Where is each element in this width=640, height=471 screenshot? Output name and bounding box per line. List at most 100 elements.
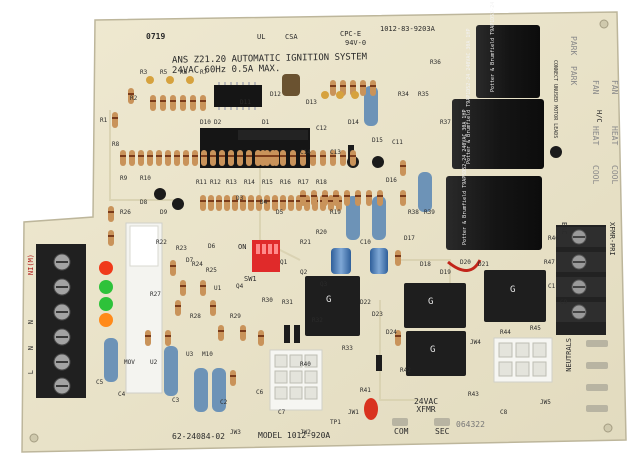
resistor — [230, 370, 236, 386]
resistor-band — [360, 85, 366, 87]
component-ref-label: R24 — [192, 261, 203, 268]
component-ref-label: Q4 — [236, 283, 244, 290]
component-ref-label: R43 — [468, 391, 479, 398]
connect-unused-label: CONNECT UNUSED MOTOR LEADS — [552, 60, 558, 139]
resistor-band — [150, 100, 156, 102]
relay-k1-marking: Potter & Brumfield T9AP1D52-24 240VAC 30… — [490, 0, 496, 92]
resistor — [120, 150, 126, 166]
resistor-band — [224, 200, 230, 202]
resistor — [270, 150, 276, 166]
flammability-mark: 94V-0 — [345, 39, 367, 47]
component-ref-label: D3 — [236, 195, 244, 202]
resistor-band — [201, 155, 207, 157]
relay-k5-marking: G — [326, 295, 332, 305]
resistor — [355, 190, 361, 206]
model-number: MODEL 1012-920A — [258, 431, 331, 440]
resistor — [183, 150, 189, 166]
component-ref-label: C4 — [118, 391, 126, 398]
resistor — [210, 300, 216, 316]
component-ref-label: R46 — [548, 235, 559, 242]
resistor-band — [232, 200, 238, 202]
component-ref-label: R42 — [400, 367, 411, 374]
resistor-band — [400, 195, 406, 197]
resistor-band — [322, 195, 328, 197]
resistor-band — [344, 195, 350, 197]
component-ref-label: R23 — [176, 245, 187, 252]
component-ref-label: R26 — [120, 209, 131, 216]
resistor — [145, 330, 151, 346]
resistor — [288, 195, 294, 211]
component-ref-label: R47 — [544, 259, 555, 266]
resistor-band — [395, 255, 401, 257]
neutrals-label: NEUTRALS — [565, 338, 573, 372]
component-ref-label: R38 — [408, 209, 419, 216]
dip-on-label: ON — [238, 243, 247, 251]
resistor-band — [377, 195, 383, 197]
resistor — [165, 330, 171, 346]
resistor — [255, 150, 261, 166]
resistor-band — [210, 305, 216, 307]
ul-mark: UL — [257, 33, 266, 41]
cpc-mark: CPC-E — [340, 30, 362, 38]
component-ref-label: C1 — [548, 283, 556, 290]
ceramic-capacitor — [186, 76, 194, 84]
component-ref-label: R41 — [360, 387, 371, 394]
resistor — [170, 260, 176, 276]
resistor — [112, 112, 118, 128]
component-ref-label: R6 — [180, 69, 188, 76]
resistor — [237, 150, 243, 166]
component-ref-label: Q3 — [320, 281, 328, 288]
resistor — [201, 150, 207, 166]
resistor-band — [333, 195, 339, 197]
resistor — [200, 280, 206, 296]
component-ref-label: R3 — [140, 69, 148, 76]
resistor — [150, 95, 156, 111]
resistor-band — [237, 155, 243, 157]
resistor-band — [350, 155, 356, 157]
resistor-band — [192, 155, 198, 157]
terminal-park-2: PARK — [569, 66, 578, 86]
capacitor — [282, 74, 300, 96]
component-ref-label: D20 — [460, 259, 471, 266]
resistor-band — [340, 85, 346, 87]
resistor-band — [180, 285, 186, 287]
resistor — [208, 195, 214, 211]
component-ref-label: D14 — [348, 119, 359, 126]
resistor — [370, 80, 376, 96]
resistor-band — [330, 85, 336, 87]
component-ref-label: D12 — [270, 91, 281, 98]
resistor — [377, 190, 383, 206]
resistor — [228, 150, 234, 166]
terminal-cool-1: COOL — [591, 165, 600, 185]
red-wire — [447, 259, 482, 272]
resistor — [165, 150, 171, 166]
component-ref-label: C10 — [360, 239, 371, 246]
resistor — [224, 195, 230, 211]
component-ref-label: R40 — [300, 361, 311, 368]
resistor-band — [328, 200, 334, 202]
component-ref-label: R37 — [440, 119, 451, 126]
resistor-band — [165, 155, 171, 157]
resistor-band — [256, 200, 262, 202]
component-ref-label: C8 — [500, 409, 508, 416]
terminal-park-1: PARK — [569, 36, 578, 56]
component-ref-label: R33 — [342, 345, 353, 352]
resistor-band — [304, 200, 310, 202]
component-ref-label: D19 — [440, 269, 451, 276]
terminal-cool-2: COOL — [610, 165, 619, 185]
component-ref-label: R9 — [120, 175, 128, 182]
ceramic-capacitor — [351, 91, 359, 99]
component-ref-label: D5 — [276, 209, 284, 216]
resistor-band — [200, 285, 206, 287]
resistor — [240, 325, 246, 341]
relay-k7-marking: G — [430, 345, 436, 355]
resistor — [400, 160, 406, 176]
resistor-band — [330, 155, 336, 157]
resistor — [256, 195, 262, 211]
resistor-band — [350, 85, 356, 87]
terminal-heat-1: HEAT — [591, 126, 600, 146]
component-ref-label: R14 — [244, 179, 255, 186]
component-ref-label: M10 — [202, 351, 213, 358]
resistor — [400, 190, 406, 206]
component-ref-label: R1 — [100, 117, 108, 124]
